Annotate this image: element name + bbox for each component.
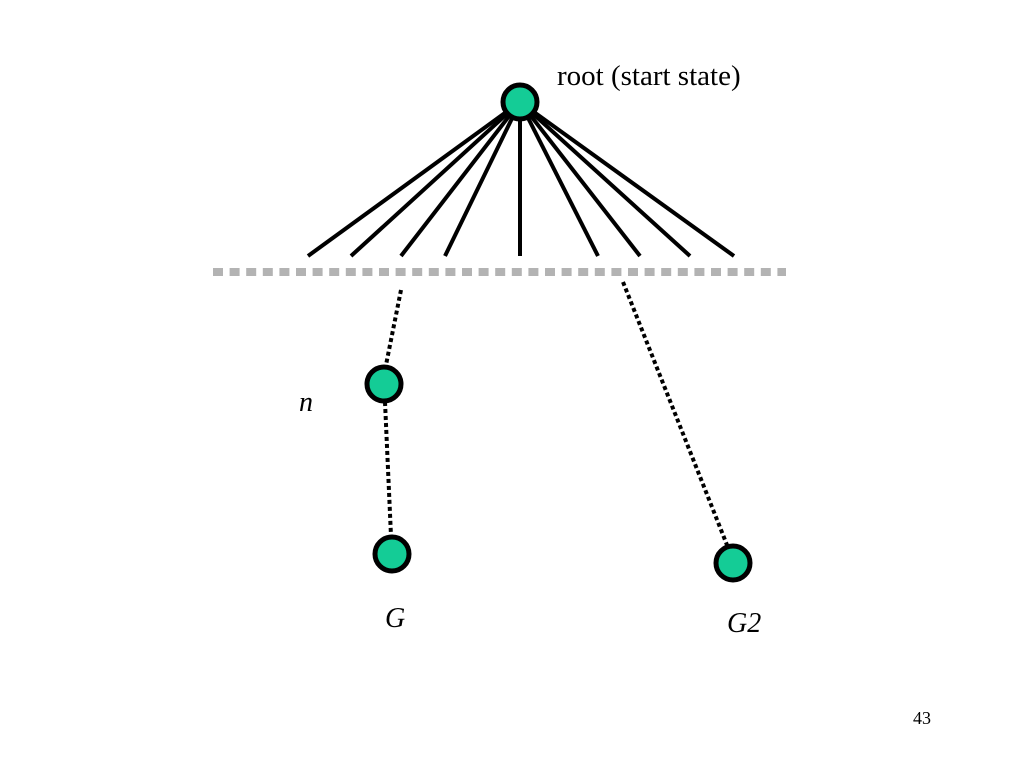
goal-g-label: G xyxy=(385,603,406,634)
root-branches xyxy=(306,100,736,258)
dotted-paths xyxy=(383,281,729,546)
branch-edge xyxy=(349,100,522,258)
root-node xyxy=(500,82,540,122)
path-frontier-to-g2 xyxy=(621,281,729,546)
page-number: 43 xyxy=(913,708,931,728)
branch-edge xyxy=(518,100,692,258)
nodes xyxy=(364,82,753,583)
root-label: root (start state) xyxy=(557,60,741,92)
branch-edge xyxy=(443,101,522,257)
branch-edge xyxy=(399,100,522,258)
node-n xyxy=(364,364,404,404)
goal-node-g xyxy=(372,534,412,574)
branch-edge xyxy=(518,101,600,257)
branch-edge xyxy=(518,100,736,258)
branch-edge xyxy=(306,100,522,258)
goal-node-g2 xyxy=(713,543,753,583)
path-frontier-to-n xyxy=(384,289,403,366)
branch-edge xyxy=(518,100,642,258)
path-n-to-g xyxy=(383,401,393,537)
goal-g2-label: G2 xyxy=(727,608,762,639)
node-n-label: n xyxy=(299,387,313,418)
